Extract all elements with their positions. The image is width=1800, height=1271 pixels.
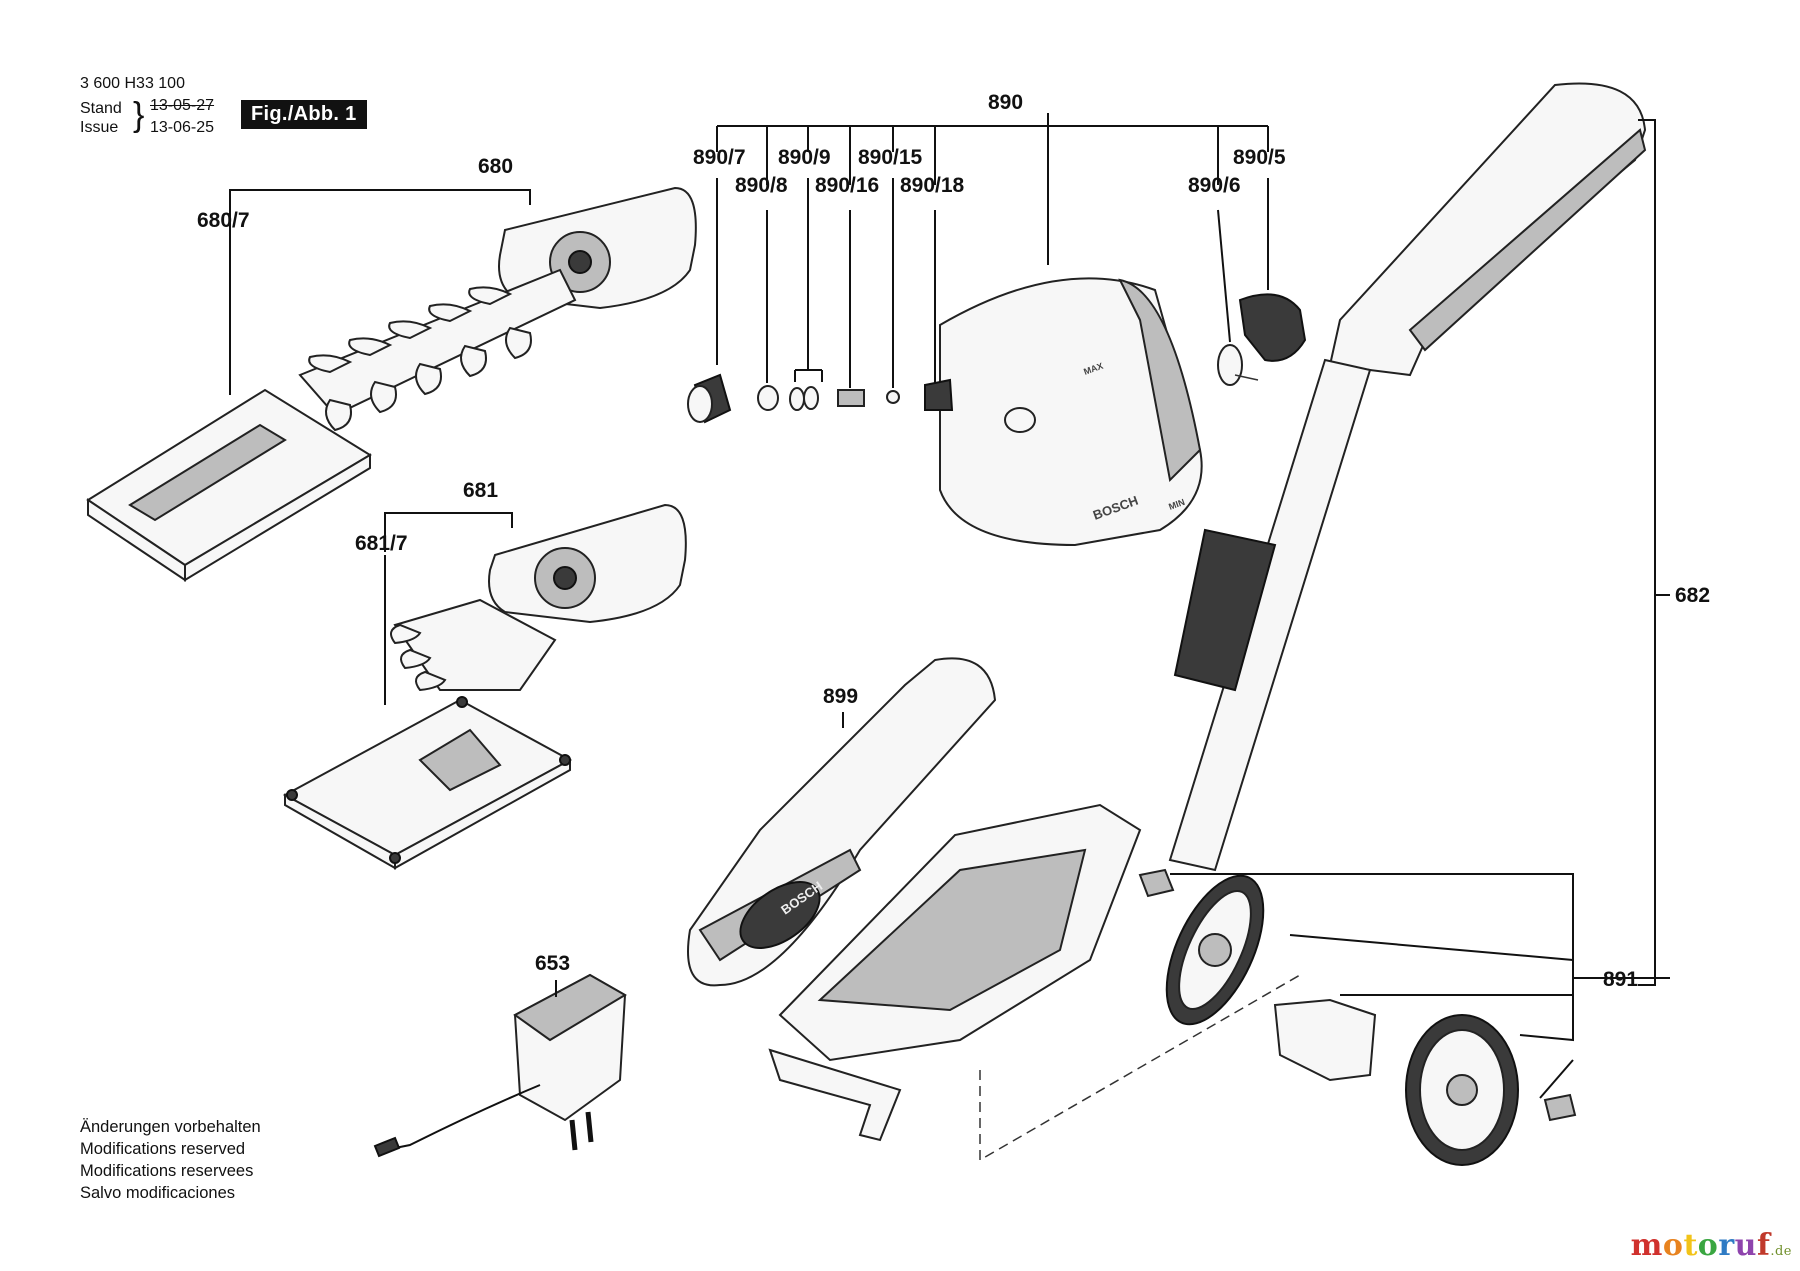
label-890-15: 890/15 <box>858 146 923 169</box>
note-fr: Modifications reservees <box>80 1162 254 1180</box>
wheel-base-891 <box>768 803 1577 1166</box>
watermark-letter: o <box>1697 1228 1719 1263</box>
label-890-9: 890/9 <box>778 146 831 169</box>
stand-date: 13-05-27 <box>150 97 215 114</box>
label-680-7: 680/7 <box>197 209 250 232</box>
note-es: Salvo modificaciones <box>80 1184 235 1202</box>
brace-glyph: } <box>133 96 145 134</box>
grass-blade-681 <box>390 503 687 692</box>
part-number: 3 600 H33 100 <box>80 75 185 92</box>
watermark-tld: .de <box>1770 1244 1792 1259</box>
note-en: Modifications reserved <box>80 1140 246 1158</box>
stand-label: Stand <box>80 100 122 117</box>
watermark-letter: o <box>1662 1228 1684 1263</box>
figure-badge: Fig./Abb. 1 <box>241 100 367 129</box>
label-680: 680 <box>478 155 513 178</box>
watermark-letter: t <box>1683 1228 1698 1263</box>
label-890: 890 <box>988 91 1023 114</box>
label-681: 681 <box>463 479 498 502</box>
gear-housing-890 <box>939 277 1203 547</box>
blade-guard-680-7 <box>86 388 372 582</box>
telescopic-handle-682 <box>1168 82 1647 872</box>
watermark-letter: u <box>1734 1228 1757 1263</box>
note-de: Änderungen vorbehalten <box>80 1118 261 1136</box>
modification-notes: Änderungen vorbehalten Modifications res… <box>80 1116 261 1204</box>
watermark-letter: f <box>1756 1228 1771 1263</box>
issue-label: Issue <box>80 119 119 136</box>
label-890-5: 890/5 <box>1233 146 1286 169</box>
part-labels: 680 680/7 681 681/7 890 890/7 890/8 890/… <box>197 91 1710 991</box>
label-890-8: 890/8 <box>735 174 788 197</box>
watermark: motoruf.de <box>1631 1228 1792 1263</box>
battery-handle-899 <box>687 657 997 987</box>
label-681-7: 681/7 <box>355 532 408 555</box>
watermark-text: motoruf <box>1631 1228 1771 1263</box>
label-682: 682 <box>1675 584 1710 607</box>
leader-lines <box>229 113 1670 1162</box>
label-890-6: 890/6 <box>1188 174 1241 197</box>
hedge-blade-680 <box>298 186 697 432</box>
label-899: 899 <box>823 685 858 708</box>
label-653: 653 <box>535 952 570 975</box>
charger-653 <box>373 973 627 1158</box>
label-890-7: 890/7 <box>693 146 746 169</box>
watermark-letter: m <box>1630 1228 1663 1263</box>
label-890-16: 890/16 <box>815 174 879 197</box>
watermark-letter: r <box>1718 1228 1735 1263</box>
label-891: 891 <box>1603 968 1638 991</box>
small-parts-890 <box>687 293 1307 424</box>
label-890-18: 890/18 <box>900 174 965 197</box>
issue-date: 13-06-25 <box>150 119 215 136</box>
grass-guard-681-7 <box>282 696 573 870</box>
